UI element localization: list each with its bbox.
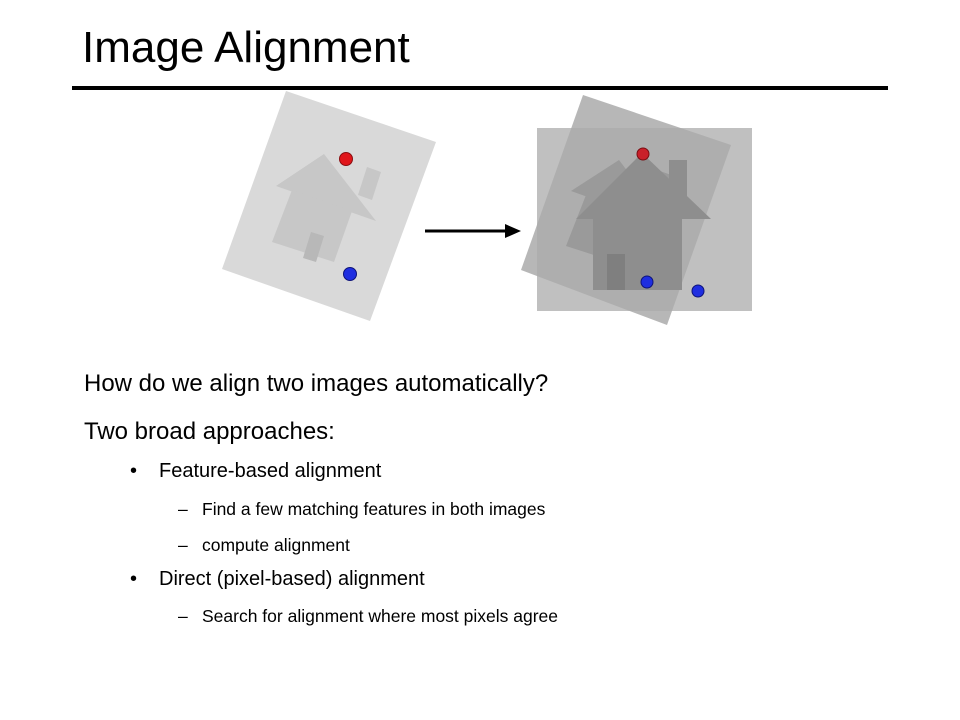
- dash-icon: –: [178, 535, 188, 555]
- aligned-result: [521, 95, 752, 325]
- subitem-search-alignment: Search for alignment where most pixels a…: [202, 606, 559, 626]
- approaches-heading: Two broad approaches:: [84, 418, 335, 445]
- question-line: How do we align two images automatically…: [84, 370, 549, 397]
- slide-title: Image Alignment: [82, 23, 410, 72]
- title-underline: [72, 86, 888, 90]
- house-door-icon: [303, 232, 324, 262]
- blue-feature-point-2: [691, 284, 705, 298]
- blue-feature-point: [343, 267, 357, 281]
- red-feature-point: [339, 152, 353, 166]
- house-door-icon: [607, 254, 625, 290]
- bullet-icon: •: [130, 568, 138, 590]
- subitem-find-features: Find a few matching features in both ima…: [202, 499, 546, 519]
- approach-feature-based: Feature-based alignment: [159, 460, 382, 482]
- approach-direct: Direct (pixel-based) alignment: [159, 568, 425, 590]
- dash-icon: –: [178, 606, 188, 626]
- dash-icon: –: [178, 499, 188, 519]
- blue-feature-point: [640, 275, 654, 289]
- arrow-right-icon: [425, 224, 521, 238]
- red-feature-point: [636, 147, 650, 161]
- house-icon: [272, 154, 381, 262]
- house-icon-target: [576, 153, 711, 290]
- bullet-icon: •: [130, 460, 138, 482]
- alignment-figure: [222, 91, 752, 325]
- source-image: [222, 91, 436, 321]
- subitem-compute-alignment: compute alignment: [202, 535, 350, 555]
